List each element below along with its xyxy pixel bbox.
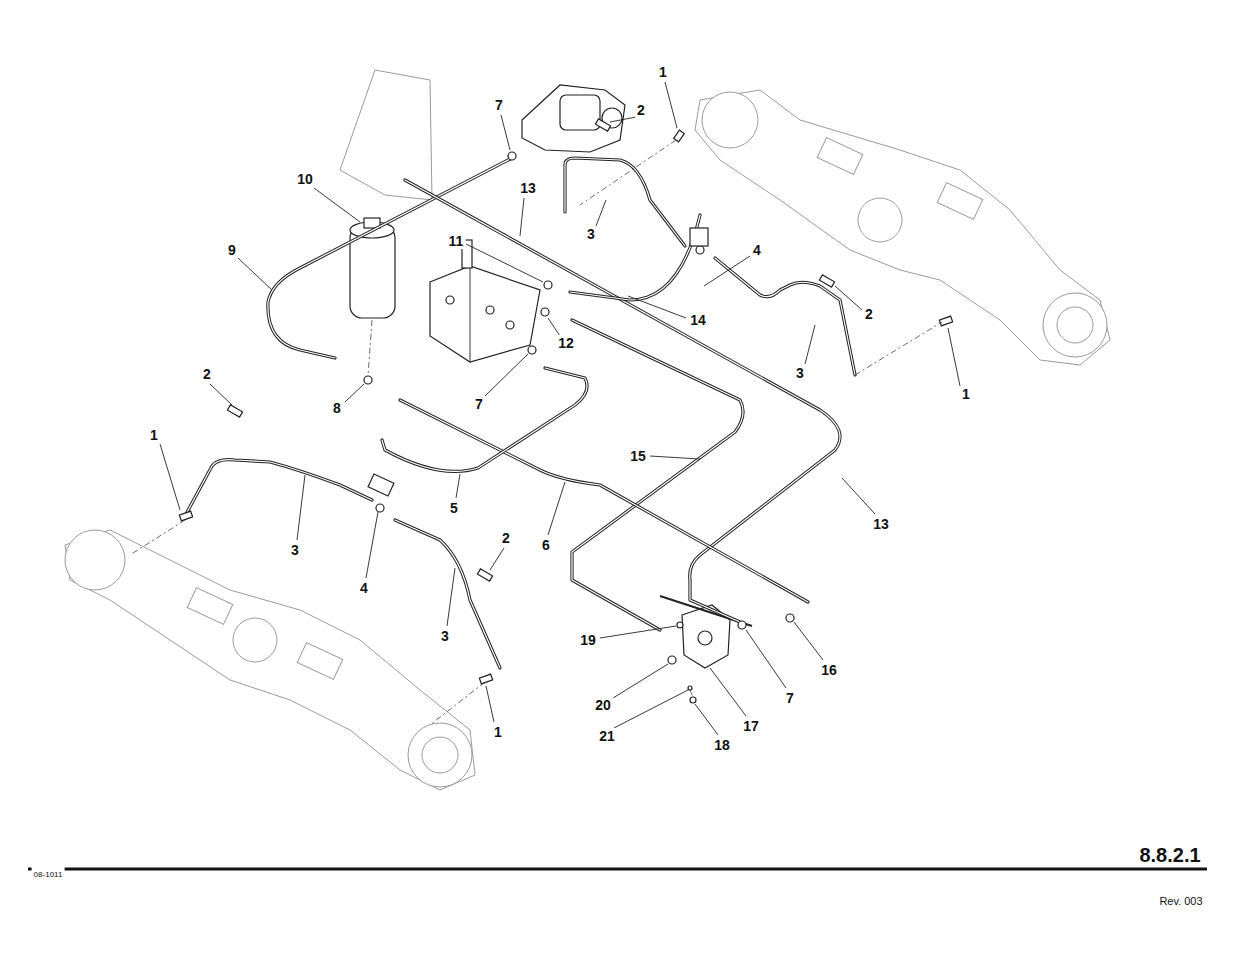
callout-number: 19	[578, 632, 598, 648]
callout-number: 21	[597, 728, 617, 744]
callout-number: 17	[741, 718, 761, 734]
page-note: Rev. 003	[1157, 893, 1204, 909]
assembly-lines	[130, 140, 942, 725]
page-note: 8.8.2.1	[1137, 847, 1202, 863]
callout-number: 8	[331, 400, 343, 416]
footer-rule	[28, 868, 1207, 871]
page-note: 08-1011	[32, 867, 65, 883]
callout-number: 2	[635, 102, 647, 118]
callout-number: 3	[289, 542, 301, 558]
callout-number: 1	[657, 64, 669, 80]
callout-number: 5	[448, 500, 460, 516]
callout-number: 10	[295, 171, 315, 187]
callout-number: 13	[518, 180, 538, 196]
callout-number: 3	[585, 226, 597, 242]
callout-number: 7	[473, 396, 485, 412]
callout-number: 3	[794, 365, 806, 381]
callout-number: 13	[871, 516, 891, 532]
callout-number: 1	[148, 427, 160, 443]
callout-number: 2	[201, 366, 213, 382]
callout-number: 15	[628, 448, 648, 464]
callout-number: 6	[540, 537, 552, 553]
callout-number: 3	[439, 628, 451, 644]
callout-number: 4	[751, 242, 763, 258]
pump	[522, 85, 625, 152]
frame-plate	[340, 70, 432, 200]
callout-number: 4	[358, 580, 370, 596]
leader-lines	[160, 82, 960, 735]
callout-number: 7	[493, 97, 505, 113]
callout-number: 16	[819, 662, 839, 678]
callout-number: 1	[960, 386, 972, 402]
callout-number: 2	[500, 530, 512, 546]
callout-number: 20	[593, 697, 613, 713]
callout-number: 7	[784, 690, 796, 706]
callout-number: 2	[863, 306, 875, 322]
callout-number: 9	[226, 242, 238, 258]
callout-number: 14	[688, 312, 708, 328]
hoses	[185, 158, 855, 668]
valve-block	[430, 240, 540, 362]
rear-axle	[695, 90, 1110, 365]
front-axle	[65, 530, 475, 790]
callout-number: 11	[447, 233, 466, 249]
callout-number: 1	[492, 724, 504, 740]
callout-number: 12	[556, 335, 576, 351]
fittings	[179, 119, 952, 703]
accumulator	[350, 218, 395, 318]
callout-number: 18	[712, 737, 732, 753]
